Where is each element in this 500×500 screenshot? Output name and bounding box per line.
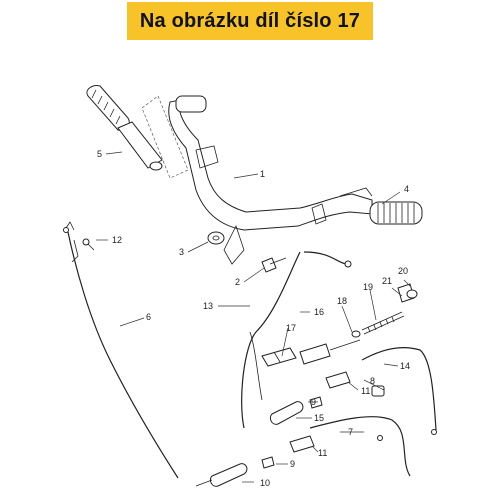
callout-14: 14 <box>400 361 410 371</box>
callout-9-upper: 9 <box>311 397 316 407</box>
callout-12: 12 <box>112 235 122 245</box>
clip-20-21-part <box>397 283 418 303</box>
callout-3: 3 <box>179 247 184 257</box>
callout-20: 20 <box>398 266 408 276</box>
sleeve-15-part <box>269 401 304 425</box>
callout-21: 21 <box>382 276 392 286</box>
screw-12-part <box>82 238 95 251</box>
cap-8-part <box>371 385 385 397</box>
callout-15: 15 <box>314 413 324 423</box>
callout-7: 7 <box>348 427 353 437</box>
cable-13-part <box>241 251 352 429</box>
callout-8: 8 <box>370 376 375 386</box>
callout-2: 2 <box>235 277 240 287</box>
callout-10: 10 <box>260 478 270 488</box>
banner-text: Na obrázku díl číslo 17 <box>139 9 361 32</box>
callout-6: 6 <box>146 312 151 322</box>
callout-18: 18 <box>337 296 347 306</box>
boot-9-parts <box>261 396 323 469</box>
sleeve-10-part <box>195 463 248 487</box>
handlebar-part <box>168 95 373 265</box>
holder-17-part <box>261 347 297 367</box>
callout-1: 1 <box>260 169 265 179</box>
spring-19-part <box>351 311 405 338</box>
callout-17: 17 <box>286 323 296 333</box>
junction-part <box>299 339 361 365</box>
part-number-banner: Na obrázku díl číslo 17 <box>127 2 373 40</box>
callout-11-lower: 11 <box>318 448 327 458</box>
callout-11-upper: 11 <box>361 386 370 396</box>
callout-16: 16 <box>314 307 324 317</box>
clamp-and-bolt-parts <box>207 231 287 273</box>
callout-4: 4 <box>404 184 409 194</box>
callout-9-lower: 9 <box>290 459 295 469</box>
leader-lines <box>96 151 411 483</box>
fitting-11-parts <box>289 371 351 453</box>
callout-19: 19 <box>363 282 373 292</box>
right-grip-part <box>369 201 423 225</box>
callout-13: 13 <box>203 301 213 311</box>
cable-6-part <box>63 221 179 479</box>
callout-5: 5 <box>97 149 102 159</box>
left-grip-part <box>86 85 189 179</box>
cable-7-part <box>309 347 437 477</box>
